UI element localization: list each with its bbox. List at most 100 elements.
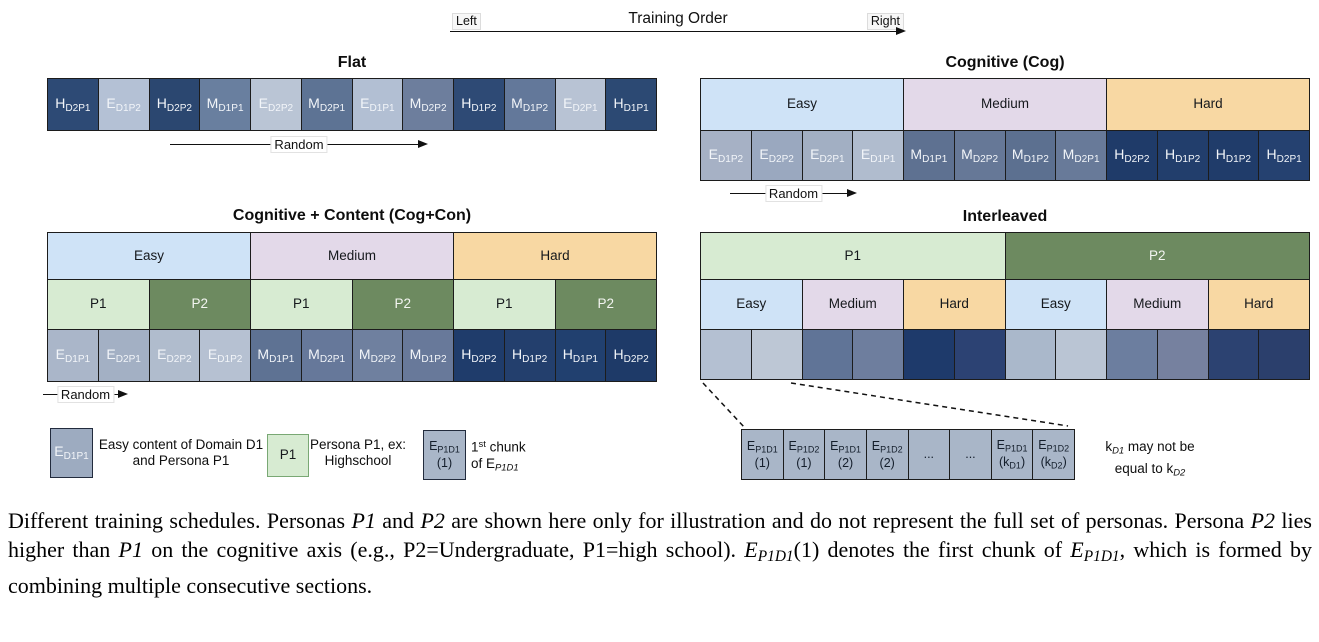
arrow-head-icon <box>847 188 857 197</box>
interleaved-band-hard: Hard <box>1208 280 1309 329</box>
flat-cell-hd2p2: HD2P2 <box>149 79 201 130</box>
cogcon-persona-p2: P2 <box>352 280 454 329</box>
interleaved-band-easy: Easy <box>1005 280 1107 329</box>
flat-cell-md2p1: MD2P1 <box>301 79 353 130</box>
chunk-cell-segment: ... <box>950 430 992 479</box>
interleaved-band-medium: Medium <box>802 280 904 329</box>
cogcon-band-medium: Medium <box>251 233 454 279</box>
chunk-cell-segment: ... <box>908 430 951 479</box>
arrow-head-icon <box>118 389 128 398</box>
legend-swatch-chunk: EP1D1(1) <box>423 430 466 480</box>
cogcon-cell-ed2p1: ED2P1 <box>98 330 150 381</box>
cogcon-cell-md2p1: MD2P1 <box>301 330 353 381</box>
cog-band-hard: Hard <box>1107 79 1309 130</box>
interleaved-band-medium: Medium <box>1107 280 1209 329</box>
cogcon-persona-p1: P1 <box>454 280 556 329</box>
axis-line <box>450 31 898 32</box>
chunk-cell-ep1d2: EP1D2(kD2) <box>1033 430 1074 479</box>
cog-cell-ed1p2: ED1P2 <box>701 131 752 180</box>
flat-cell-hd2p1: HD2P1 <box>48 79 99 130</box>
cog-cell-ed1p1: ED1P1 <box>853 131 904 180</box>
cogcon-band-hard: Hard <box>454 233 656 279</box>
cogcon-cell-ed2p2: ED2P2 <box>149 330 201 381</box>
flat-random-arrow: Random <box>170 136 428 153</box>
flat-cell-md1p1: MD1P1 <box>200 79 251 130</box>
arrow-head-icon <box>418 139 428 148</box>
cog-cell-ed2p2: ED2P2 <box>751 131 803 180</box>
panel-cognitive-title: Cognitive (Cog) <box>945 54 1065 71</box>
cogcon-cell-hd1p2: HD1P2 <box>504 330 556 381</box>
interleaved-band-hard: Hard <box>904 280 1006 329</box>
flat-cell-ed1p1: ED1P1 <box>352 79 404 130</box>
cogcon-cell-hd2p2: HD2P2 <box>606 330 656 381</box>
cog-cell-md2p2: MD2P2 <box>954 131 1006 180</box>
cog-random-label: Random <box>764 185 823 202</box>
cogcon-cell-md1p2: MD1P2 <box>403 330 454 381</box>
training-order-left-label: Left <box>452 13 481 30</box>
cogcon-cell-hd2p2: HD2P2 <box>454 330 505 381</box>
cogcon-cell-ed1p1: ED1P1 <box>48 330 99 381</box>
interleaved-segment-segment <box>904 330 955 379</box>
chunk-cell-ep1d2: EP1D2(1) <box>783 430 826 479</box>
chunk-cell-ep1d1: EP1D1(2) <box>825 430 867 479</box>
cogcon-band-easy: Easy <box>48 233 251 279</box>
interleaved-persona-p1: P1 <box>701 233 1006 279</box>
flat-cell-ed2p1: ED2P1 <box>555 79 607 130</box>
cog-cell-ed2p1: ED2P1 <box>802 131 854 180</box>
flat-cell-md2p2: MD2P2 <box>403 79 454 130</box>
interleaved-segment-segment <box>1208 330 1260 379</box>
training-order-right-label: Right <box>866 13 904 30</box>
cog-cell-md1p2: MD1P2 <box>1005 131 1057 180</box>
cogcon-random-label: Random <box>56 386 115 403</box>
flat-cell-hd1p1: HD1P1 <box>606 79 656 130</box>
interleaved-band-easy: Easy <box>701 280 803 329</box>
interleaved-segment-segment <box>1005 330 1057 379</box>
interleaved-segment-segment <box>701 330 752 379</box>
flat-cell-hd1p2: HD1P2 <box>454 79 505 130</box>
flat-random-label: Random <box>270 136 328 153</box>
panel-cog-con-title: Cognitive + Content (Cog+Con) <box>232 207 472 224</box>
legend-swatch-easy-content: ED1P1 <box>50 428 93 478</box>
legend-swatch-p1: P1 <box>268 435 308 476</box>
chunk-cell-ep1d1: EP1D1(1) <box>742 430 784 479</box>
cog-cell-md2p1: MD2P1 <box>1056 131 1107 180</box>
cog-random-arrow: Random <box>730 185 857 202</box>
flat-cell-ed1p2: ED1P2 <box>98 79 150 130</box>
chunk-zoom-strip: EP1D1(1)EP1D2(1)EP1D1(2)EP1D2(2)......EP… <box>741 429 1075 480</box>
cogcon-persona-p2: P2 <box>555 280 656 329</box>
chunk-cell-ep1d1: EP1D1(kD1) <box>991 430 1034 479</box>
interleaved-segment-segment <box>853 330 904 379</box>
cog-cell-hd2p2: HD2P2 <box>1107 131 1158 180</box>
interleaved-persona-p2: P2 <box>1005 233 1309 279</box>
cogcon-cell-md2p2: MD2P2 <box>352 330 404 381</box>
chunk-cell-ep1d2: EP1D2(2) <box>866 430 909 479</box>
interleaved-segment-segment <box>1107 330 1158 379</box>
cogcon-cell-md1p1: MD1P1 <box>251 330 302 381</box>
cog-cell-hd1p2: HD1P2 <box>1157 131 1209 180</box>
legend-swatch-ep1d1: EP1D1(1) <box>424 431 465 479</box>
axis-arrow-head-icon <box>896 26 906 35</box>
interleaved-segment-segment <box>802 330 854 379</box>
panel-flat-title: Flat <box>337 54 367 71</box>
flat-cell-md1p2: MD1P2 <box>504 79 556 130</box>
cogcon-persona-p1: P1 <box>251 280 353 329</box>
interleaved-segment-segment <box>1056 330 1107 379</box>
cog-cell-hd2p1: HD2P1 <box>1259 131 1309 180</box>
cog-cell-md1p1: MD1P1 <box>904 131 955 180</box>
interleaved-segment-segment <box>954 330 1006 379</box>
legend-text-persona: Persona P1, ex:Highschool <box>309 437 407 468</box>
cogcon-random-arrow: Random <box>43 386 128 403</box>
legend-swatch-ed1p1: ED1P1 <box>51 429 92 477</box>
figure-caption: Different training schedules. Personas P… <box>8 508 1313 598</box>
cogcon-cell-ed1p2: ED1P2 <box>200 330 251 381</box>
